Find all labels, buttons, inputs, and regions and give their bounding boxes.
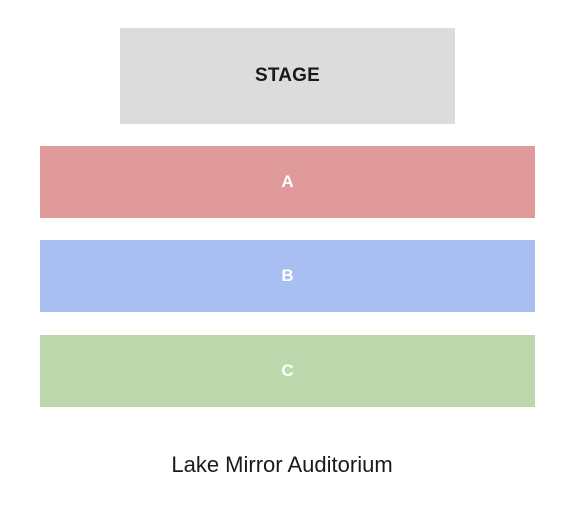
section-a[interactable]: A [40,146,535,218]
venue-name: Lake Mirror Auditorium [171,452,393,477]
section-b-label: B [281,266,294,285]
section-c-label: C [281,361,294,380]
section-c[interactable]: C [40,335,535,407]
section-a-label: A [281,172,294,191]
stage-block: STAGE [120,28,455,124]
stage-label: STAGE [254,65,321,86]
section-b[interactable]: B [40,240,535,312]
